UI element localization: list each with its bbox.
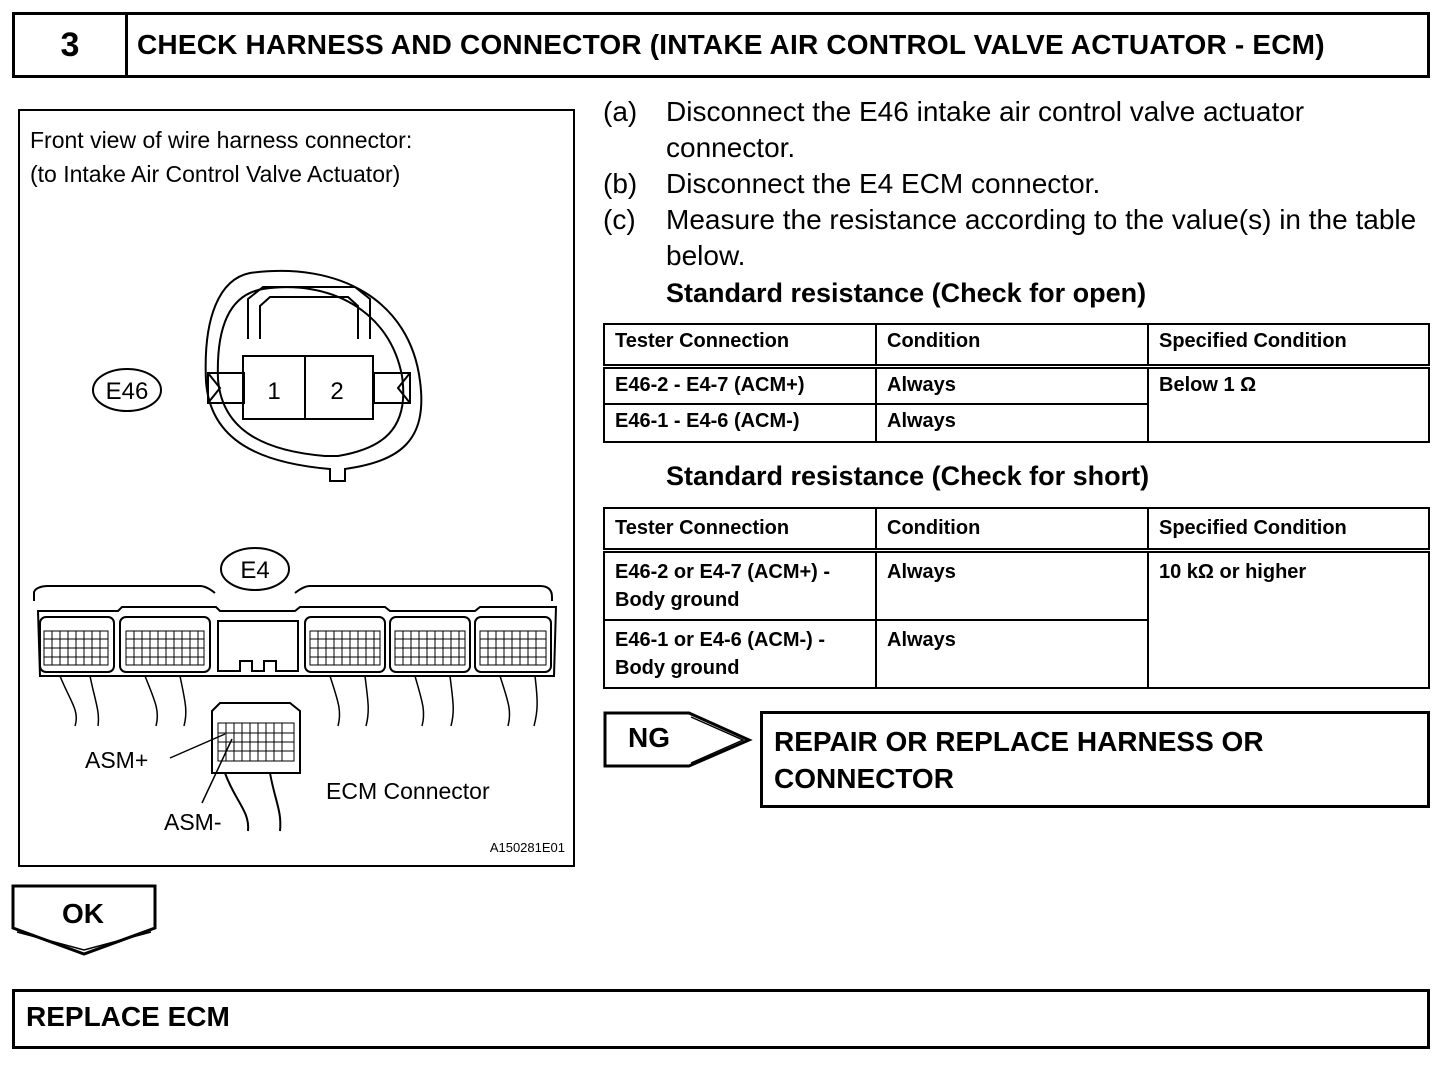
step-c: (c) Measure the resistance according to … [603,202,1433,274]
ecm-connector-label: ECM Connector [326,778,490,804]
table-row: E46-1 or E4-6 (ACM-) - Body ground Alway… [603,618,1429,689]
connector-figure: Front view of wire harness connector: (t… [18,109,575,867]
table-row: E46-2 - E4-7 (ACM+) Always Below 1 Ω [603,365,1430,443]
table-row: E46-1 - E4-6 (ACM-) Always [603,403,1429,443]
open-table-title: Standard resistance (Check for open) [666,278,1147,308]
e46-connector-outline [204,269,423,482]
open-header-specified: Specified Condition [1147,323,1430,369]
short-header-condition: Condition [875,507,1149,553]
ok-label: OK [62,898,104,929]
open-row2-condition: Always [875,403,1149,443]
open-row2-connection: E46-1 - E4-6 (ACM-) [603,403,877,443]
asm-plus-leader [169,733,226,759]
short-row1-connection-line2: Body ground [615,588,740,611]
connector-diagram: E46 1 2 E4 ASM+ ASM- ECM Connector A1502… [33,269,565,855]
short-row2-connection-line2: Body ground [615,656,740,679]
ecm-sub-connectors [39,616,552,673]
open-row1-connection: E46-2 - E4-7 (ACM+) [603,365,877,405]
short-specified: 10 kΩ or higher [1147,549,1430,689]
short-row2-connection: E46-1 or E4-6 (ACM-) - Body ground [603,618,877,689]
ng-arrow-icon: NG [603,711,753,768]
step-b-text: Disconnect the E4 ECM connector. [666,168,1101,199]
ng-result-line2: CONNECTOR [774,763,954,794]
step-header: 3 CHECK HARNESS AND CONNECTOR (INTAKE AI… [12,12,1430,78]
ecm-lower-connector [211,702,301,774]
step-c-letter: (c) [603,204,636,235]
step-a: (a) Disconnect the E46 intake air contro… [603,94,1433,166]
figure-caption-line1: Front view of wire harness connector: [30,127,413,153]
short-row2-connection-line1: E46-1 or E4-6 (ACM-) - [615,628,826,651]
e4-label: E4 [240,557,269,584]
short-resistance-table: Tester Connection Condition Specified Co… [603,507,1430,689]
step-number: 3 [15,15,128,75]
ng-result-box: REPAIR OR REPLACE HARNESS OR CONNECTOR [760,711,1430,808]
e46-label-oval [92,368,162,412]
figure-caption-line2: (to Intake Air Control Valve Actuator) [30,161,401,187]
short-row1-condition: Always [875,549,1149,621]
ng-result-line1: REPAIR OR REPLACE HARNESS OR [774,726,1264,757]
figure-caption: Front view of wire harness connector: (t… [30,123,412,191]
step-a-text: Disconnect the E46 intake air control va… [666,96,1305,163]
ok-arrow-icon: OK [11,884,157,956]
open-specified: Below 1 Ω [1147,365,1430,443]
final-action-text: REPLACE ECM [26,1001,230,1032]
short-row2-condition: Always [875,618,1149,689]
step-b: (b) Disconnect the E4 ECM connector. [603,166,1433,202]
table-row: E46-2 or E4-7 (ACM+) - Body ground Alway… [603,549,1430,689]
pin-2-label: 2 [330,378,343,405]
open-header-condition: Condition [875,323,1149,369]
asm-minus-leader [201,738,233,804]
e46-label: E46 [106,378,149,405]
short-header-specified: Specified Condition [1147,507,1430,553]
e4-label-oval [220,547,290,591]
figure-id: A150281E01 [490,840,565,855]
e46-pin-cavity [242,355,374,420]
asm-minus-label: ASM- [164,809,222,835]
asm-plus-label: ASM+ [85,747,148,773]
step-b-letter: (b) [603,168,638,199]
open-header-connection: Tester Connection [603,323,877,369]
short-row1-connection-line1: E46-2 or E4-7 (ACM+) - [615,560,831,583]
short-header-connection: Tester Connection [603,507,877,553]
final-action-box: REPLACE ECM [12,989,1430,1049]
short-row1-connection: E46-2 or E4-7 (ACM+) - Body ground [603,549,877,621]
step-title: CHECK HARNESS AND CONNECTOR (INTAKE AIR … [137,29,1325,60]
open-resistance-table: Tester Connection Condition Specified Co… [603,323,1430,443]
short-table-title: Standard resistance (Check for short) [666,461,1150,491]
step-c-text: Measure the resistance according to the … [666,204,1417,271]
ng-label: NG [628,722,670,753]
procedure-steps: (a) Disconnect the E46 intake air contro… [603,94,1433,311]
ecm-connector-body [36,606,558,677]
pin-1-label: 1 [267,378,280,405]
step-a-letter: (a) [603,96,638,127]
open-row1-condition: Always [875,365,1149,405]
